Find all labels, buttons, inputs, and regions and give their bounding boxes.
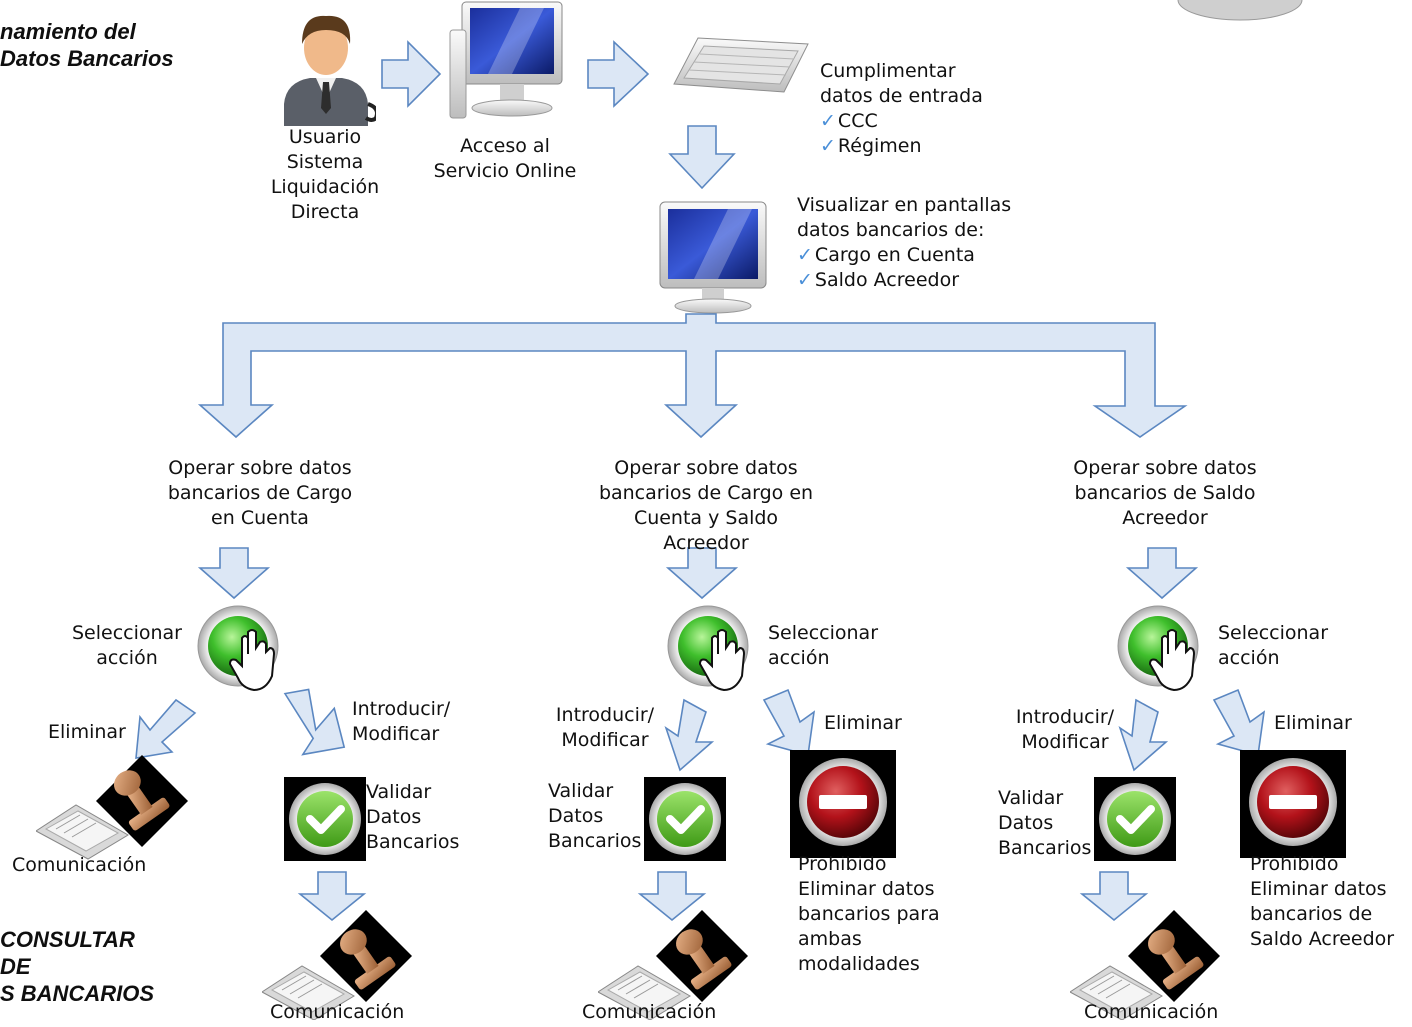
left-validate-label: Validar Datos Bancarios: [366, 781, 460, 853]
left-delete-label: Eliminar: [48, 721, 126, 743]
bottom-title-line-2: DE: [0, 954, 31, 979]
left-operate-label: Operar sobre datos bancarios de Cargo en…: [167, 457, 353, 529]
keyboard-icon: [673, 37, 809, 93]
middle-operate-label: Operar sobre datos bancarios de Cargo en…: [598, 457, 814, 554]
arrow-diag-left-delete: [135, 698, 197, 759]
right-prohibited-label: Prohibido Eliminar datos bancarios de Sa…: [1250, 853, 1395, 950]
middle-prohibited-icon: [790, 750, 896, 858]
middle-select-button-icon[interactable]: [662, 602, 762, 702]
middle-delete-label: Eliminar: [824, 712, 902, 734]
input-item-ccc: CCC: [820, 109, 983, 134]
view-item-cargo: Cargo en Cuenta: [797, 243, 1011, 268]
view-item-saldo: Saldo Acreedor: [797, 268, 1011, 293]
right-prohibited-icon: [1240, 750, 1346, 858]
right-comm-stamp-icon: [1070, 910, 1220, 1020]
left-modify-comm-label: Comunicación: [270, 1001, 405, 1023]
right-comm-label: Comunicación: [1084, 1001, 1219, 1023]
arrow-branch: [197, 313, 1188, 439]
arrow-down-left: [197, 547, 271, 600]
right-select-button-icon[interactable]: [1112, 602, 1212, 702]
middle-modify-label: Introducir/ Modificar: [555, 704, 655, 751]
title-line-2: Datos Bancarios: [0, 46, 174, 71]
middle-validate-check-icon: [644, 777, 726, 861]
arrow-down-bottom-mid: [637, 871, 707, 922]
arrow-right-2: [587, 40, 650, 108]
input-data-label: Cumplimentar datos de entrada CCC Régime…: [820, 59, 983, 159]
arrow-down-bottom-right: [1079, 871, 1149, 922]
left-modify-comm-stamp-icon: [262, 910, 412, 1020]
right-select-label: Seleccionar acción: [1218, 622, 1329, 669]
right-modify-label: Introducir/ Modificar: [1015, 706, 1115, 753]
left-validate-check-icon: [284, 777, 366, 861]
right-delete-label: Eliminar: [1274, 712, 1352, 734]
access-label: Acceso al Servicio Online: [433, 135, 577, 182]
user-label: Usuario Sistema Liquidación Directa: [270, 126, 380, 223]
user-icon-partial: [1177, 0, 1303, 21]
bottom-title: CONSULTAR DE S BANCARIOS: [0, 926, 154, 1007]
diagram-title: namiento del Datos Bancarios: [0, 18, 174, 72]
middle-comm-stamp-icon: [598, 910, 748, 1020]
right-operate-label: Operar sobre datos bancarios de Saldo Ac…: [1073, 457, 1257, 529]
arrow-diag-left-modify: [283, 688, 346, 756]
monitor-icon: [449, 1, 563, 119]
right-validate-check-icon: [1094, 777, 1176, 861]
left-modify-label: Introducir/ Modificar: [352, 698, 451, 745]
middle-comm-label: Comunicación: [582, 1001, 717, 1023]
arrow-diag-right-delete: [1212, 688, 1266, 757]
middle-prohibited-label: Prohibido Eliminar datos bancarios para …: [798, 853, 940, 975]
user-icon: [284, 15, 376, 126]
arrow-down-middle: [665, 547, 739, 600]
display-icon: [659, 201, 767, 314]
view-data-label: Visualizar en pantallas datos bancarios …: [797, 193, 1011, 293]
left-select-button-icon[interactable]: [192, 602, 292, 702]
arrow-diag-mid-modify: [664, 698, 715, 772]
arrow-down-right: [1125, 547, 1199, 600]
title-line-1: namiento del: [0, 19, 136, 44]
arrow-right-1: [381, 40, 442, 108]
left-delete-comm-stamp-icon: [36, 755, 188, 860]
arrow-down-1: [668, 125, 736, 190]
middle-validate-label: Validar Datos Bancarios: [548, 780, 642, 852]
input-item-regimen: Régimen: [820, 134, 983, 159]
left-delete-comm-label: Comunicación: [12, 854, 147, 876]
middle-select-label: Seleccionar acción: [768, 622, 879, 669]
right-validate-label: Validar Datos Bancarios: [998, 787, 1092, 859]
bottom-title-line-1: CONSULTAR: [0, 927, 135, 952]
bottom-title-line-3: S BANCARIOS: [0, 981, 155, 1006]
left-select-label: Seleccionar acción: [71, 622, 182, 669]
arrow-diag-right-modify: [1118, 698, 1169, 772]
arrow-down-bottom-left: [297, 871, 367, 922]
arrow-diag-mid-delete: [762, 688, 816, 757]
